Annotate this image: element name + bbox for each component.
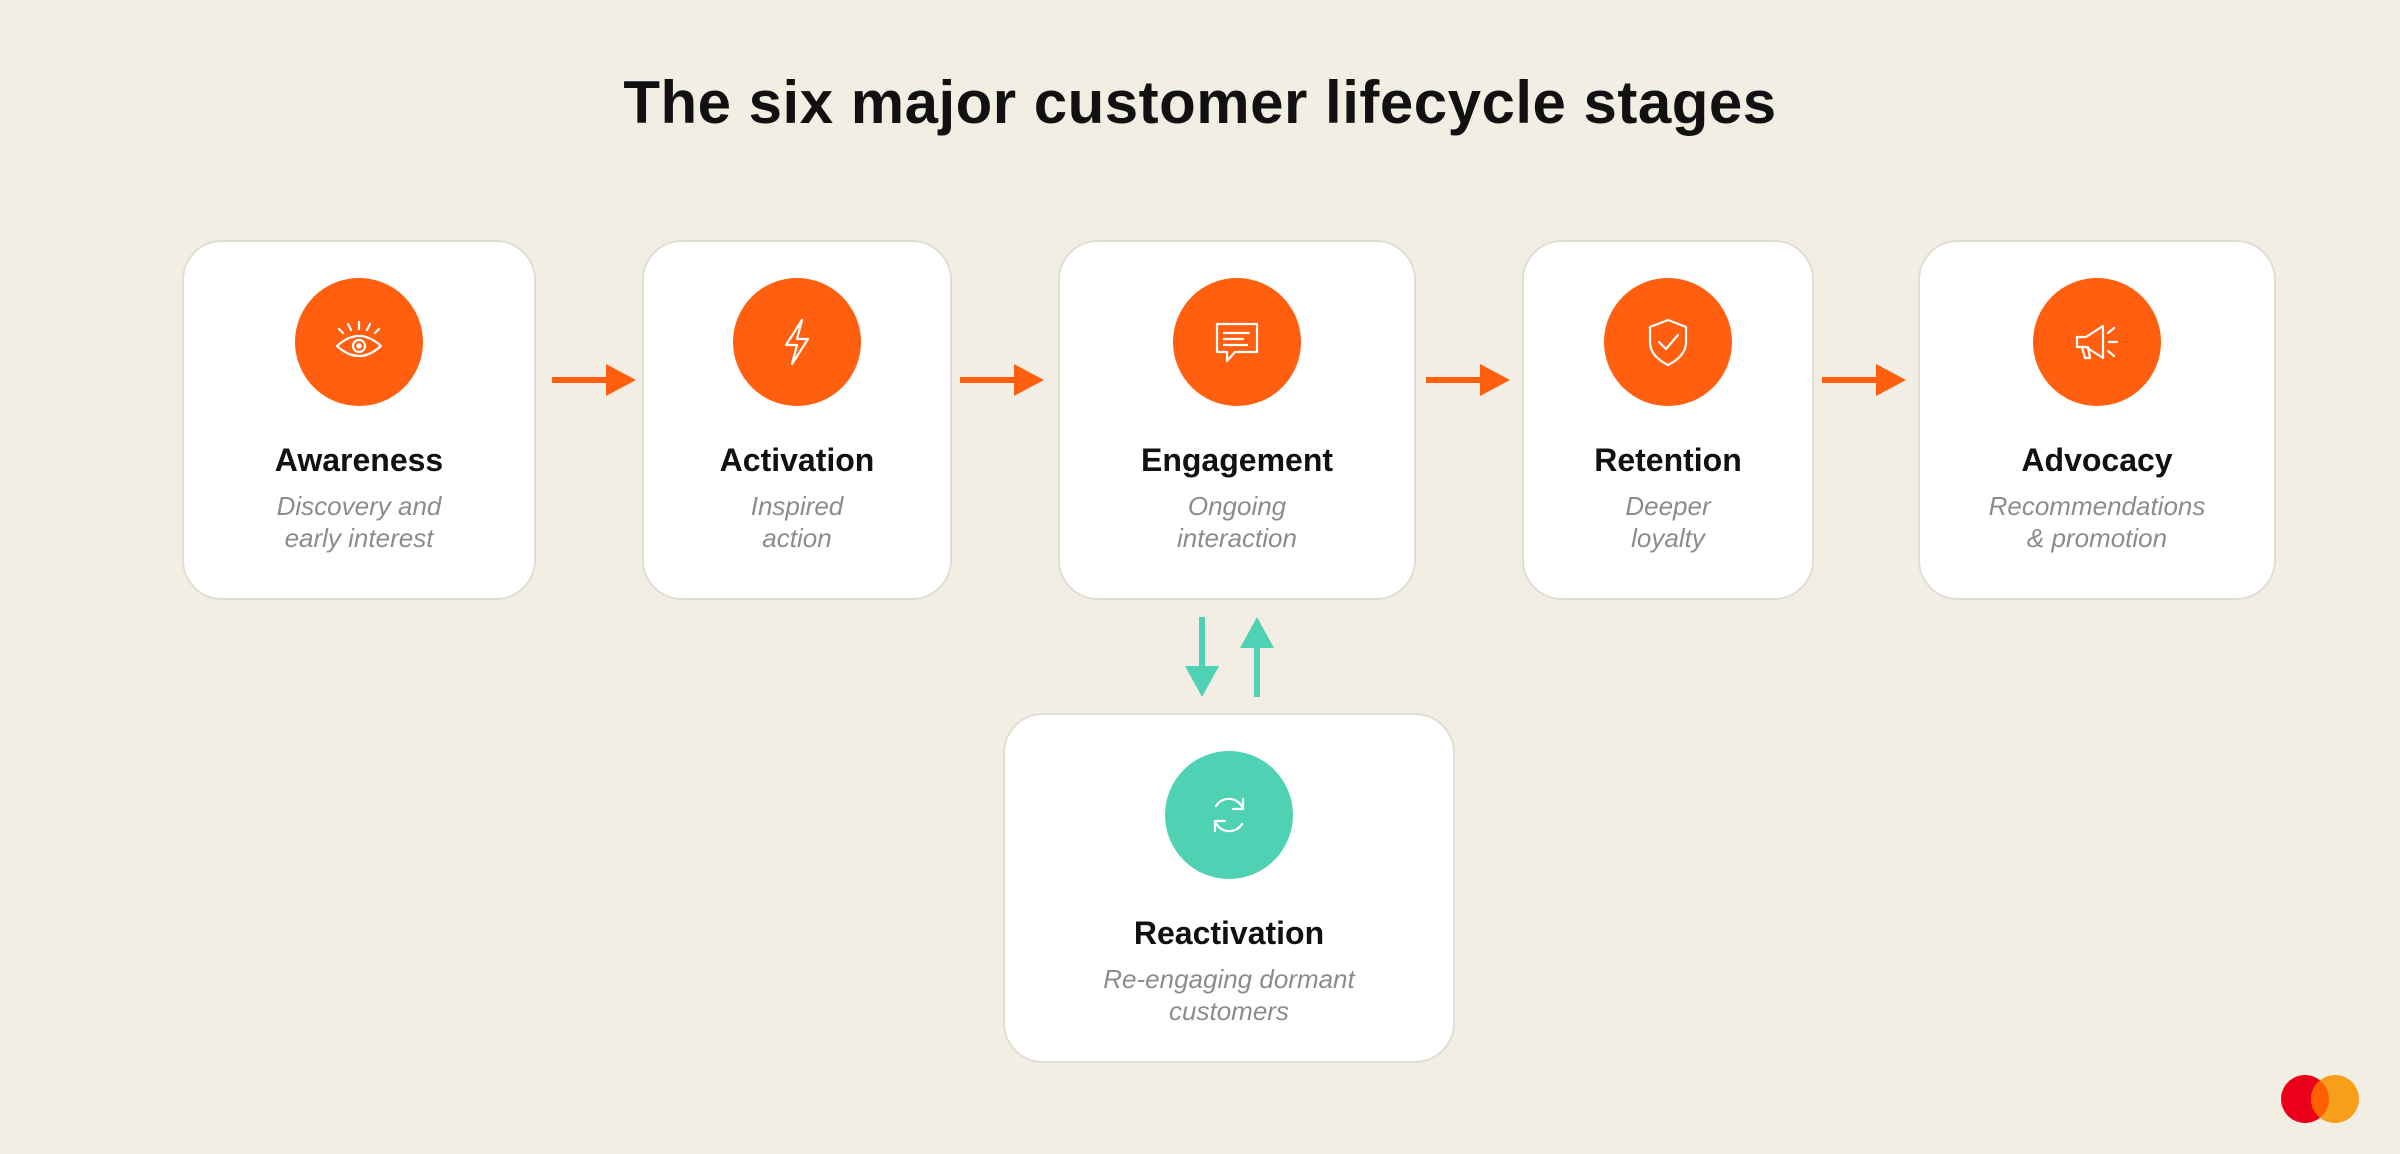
page-title: The six major customer lifecycle stages — [623, 69, 1777, 136]
shield-check-icon — [1604, 278, 1732, 406]
mastercard-logo — [2281, 1075, 2359, 1123]
stage-name: Activation — [719, 442, 875, 478]
stage-name: Engagement — [1140, 442, 1334, 478]
refresh-icon — [1165, 751, 1293, 879]
arrow-activation-to-engagement — [960, 364, 1044, 396]
stage-name: Awareness — [274, 442, 444, 478]
eye-icon — [295, 278, 423, 406]
arrow-retention-to-advocacy — [1822, 364, 1906, 396]
chat-bubble-icon — [1173, 278, 1301, 406]
arrow-awareness-to-activation — [552, 364, 636, 396]
stage-name: Reactivation — [1133, 915, 1325, 951]
megaphone-icon — [2033, 278, 2161, 406]
stage-name: Advocacy — [2021, 442, 2173, 478]
arrow-engagement-to-retention — [1426, 364, 1510, 396]
lightning-icon — [733, 278, 861, 406]
stage-card-advocacy: Advocacy Recommendations& promotion — [1918, 240, 2276, 600]
arrow-reactivation-to-engagement — [1240, 617, 1274, 697]
arrow-engagement-to-reactivation — [1185, 617, 1219, 697]
stage-description: Recommendations& promotion — [1988, 491, 2206, 553]
stage-name: Retention — [1594, 442, 1742, 478]
